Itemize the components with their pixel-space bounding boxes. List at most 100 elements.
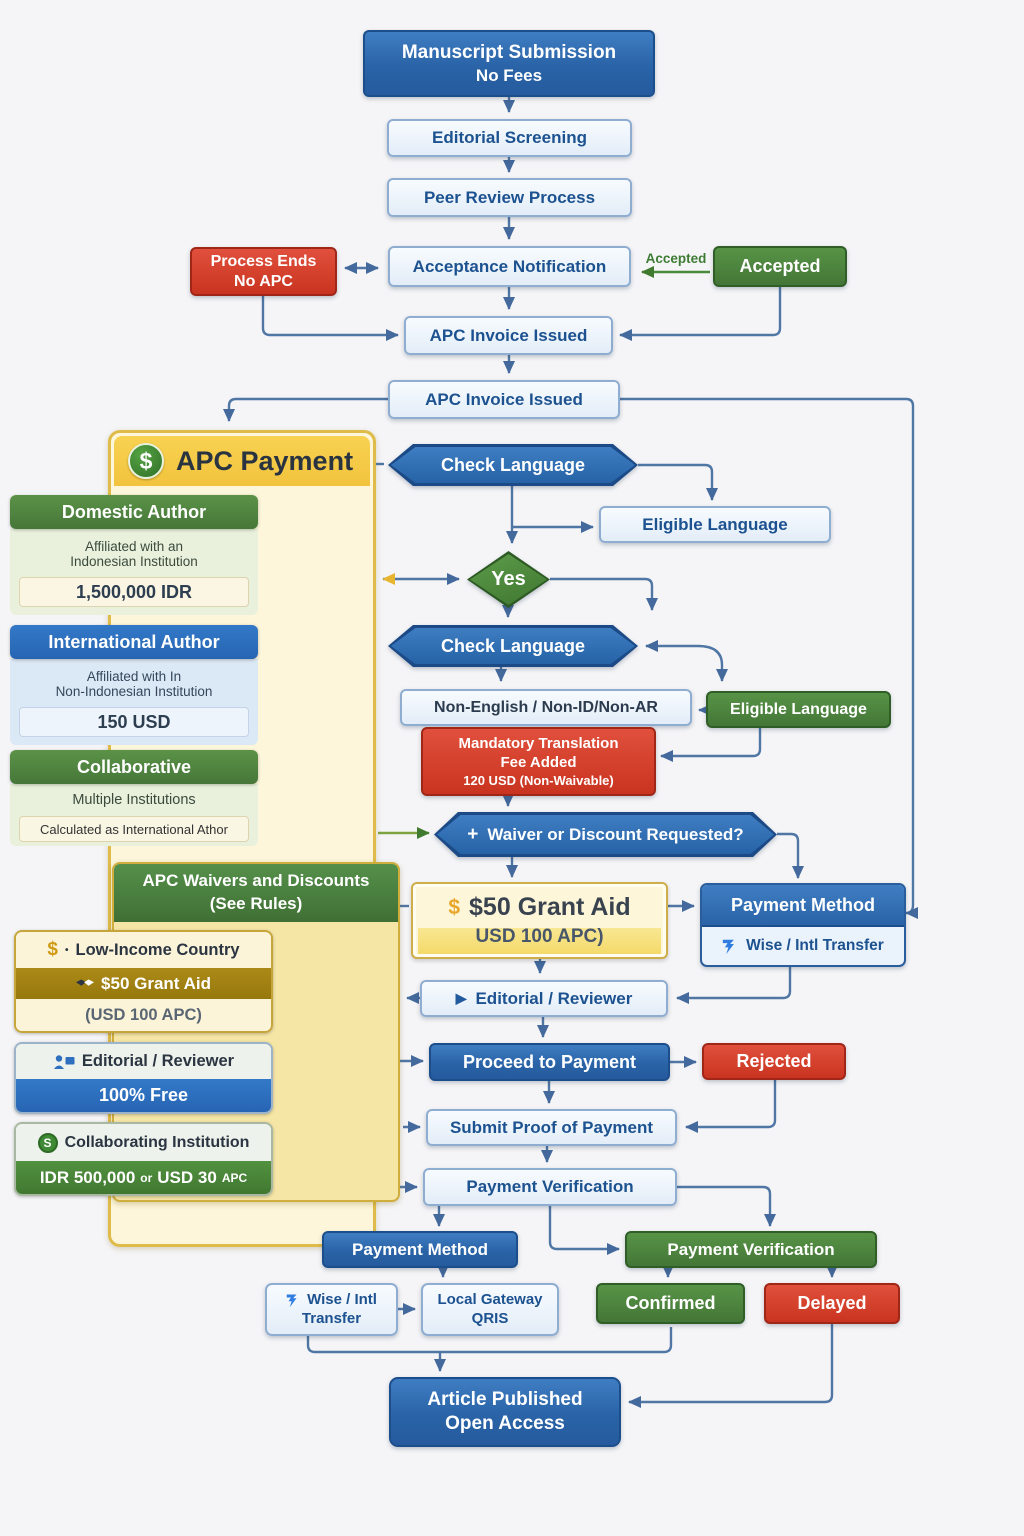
- node-label: Eligible Language: [730, 700, 867, 718]
- grant-aid-title: $50 Grant Aid: [469, 893, 631, 921]
- node-label: Submit Proof of Payment: [449, 1117, 654, 1137]
- play-icon: ▶: [455, 989, 467, 1006]
- waiver-card-editorial: Editorial / Reviewer 100% Free: [14, 1042, 273, 1114]
- node-label: Editorial / Reviewer: [475, 988, 633, 1008]
- node-label: Payment Verification: [667, 1239, 835, 1259]
- decision-label: Yes: [491, 568, 526, 590]
- node-label: Rejected: [736, 1051, 812, 1072]
- decision-waiver-requested: + Waiver or Discount Requested?: [434, 812, 777, 857]
- dollar-icon: $: [448, 895, 461, 919]
- editorial-benefit: 100% Free: [98, 1085, 189, 1105]
- payment-method-option: Wise / Intl Transfer: [702, 927, 904, 965]
- decision-check-language-2: Check Language: [388, 625, 638, 667]
- payment-option-label: Wise / Intl Transfer: [746, 937, 884, 955]
- domestic-desc: Affiliated with an: [84, 539, 184, 554]
- node-rejected: Rejected: [702, 1043, 846, 1080]
- node-label: Wise / Intl: [307, 1290, 377, 1308]
- domestic-amount: 1,500,000 IDR: [19, 577, 249, 607]
- node-sublabel: Open Access: [445, 1413, 565, 1434]
- low-income-row: $ • Low-Income Country: [16, 932, 271, 968]
- collaborating-row: S Collaborating Institution: [16, 1124, 271, 1161]
- node-payment-method-bottom: Payment Method: [322, 1231, 518, 1268]
- free-row: 100% Free: [16, 1079, 271, 1112]
- node-non-eligible-language: Non-English / Non-ID/Non-AR: [400, 689, 692, 726]
- node-peer-review: Peer Review Process: [387, 178, 632, 217]
- node-label: Accepted: [739, 256, 821, 277]
- node-proceed-to-payment: Proceed to Payment: [429, 1043, 670, 1081]
- domestic-author-header: Domestic Author: [10, 495, 258, 529]
- amount-usd: USD 30: [157, 1167, 217, 1187]
- node-article-published: Article Published Open Access: [389, 1377, 621, 1447]
- amount-idr: IDR 500,000: [39, 1167, 136, 1187]
- node-submit-proof: Submit Proof of Payment: [426, 1109, 677, 1146]
- node-label: APC Invoice Issued: [425, 389, 583, 409]
- grant-aid-note: (USD 100 APC): [85, 1005, 202, 1024]
- node-sublabel: Fee Added: [500, 754, 577, 772]
- node-confirmed: Confirmed: [596, 1283, 745, 1324]
- node-label: Delayed: [797, 1293, 867, 1314]
- plus-icon: +: [467, 823, 479, 845]
- waiver-card-collaborating: S Collaborating Institution IDR 500,000 …: [14, 1122, 273, 1196]
- node-acceptance-notification: Acceptance Notification: [388, 246, 631, 287]
- dollar-coin-icon: $: [128, 443, 164, 479]
- collaborative-body: Multiple Institutions Calculated as Inte…: [10, 784, 258, 846]
- node-delayed: Delayed: [764, 1283, 900, 1324]
- node-manuscript-submission: Manuscript Submission No Fees: [363, 30, 655, 97]
- node-label: Confirmed: [625, 1293, 716, 1314]
- node-label: Eligible Language: [642, 514, 788, 534]
- decision-check-language-1: Check Language: [388, 444, 638, 486]
- editorial-row: Editorial / Reviewer: [16, 1044, 271, 1079]
- node-accepted: Accepted: [713, 246, 847, 287]
- editorial-label: Editorial / Reviewer: [81, 1052, 235, 1070]
- amount-unit: APC: [221, 1170, 248, 1185]
- international-author-header: International Author: [10, 625, 258, 659]
- node-label: Proceed to Payment: [462, 1051, 637, 1072]
- collaborating-amount-row: IDR 500,000 or USD 30 APC: [16, 1161, 271, 1194]
- institution-coin-icon: S: [37, 1132, 58, 1153]
- node-sublabel: No APC: [234, 272, 293, 290]
- node-payment-method-right: Payment Method Wise / Intl Transfer: [700, 883, 906, 967]
- domestic-author-body: Affiliated with an Indonesian Institutio…: [10, 529, 258, 615]
- grant-aid-row: $50 Grant Aid: [16, 968, 271, 999]
- node-label: APC Invoice Issued: [429, 325, 588, 345]
- collaborative-desc: Multiple Institutions: [72, 792, 196, 808]
- node-label: Local Gateway: [437, 1290, 543, 1308]
- node-editorial-screening: Editorial Screening: [387, 119, 632, 157]
- international-amount: 150 USD: [19, 707, 249, 737]
- wise-flag-icon: [286, 1294, 297, 1307]
- apc-payment-panel-title: APC Payment: [176, 445, 354, 476]
- payment-method-title: Payment Method: [702, 885, 904, 927]
- node-label: Non-English / Non-ID/Non-AR: [434, 698, 658, 716]
- international-author-body: Affiliated with In Non-Indonesian Instit…: [10, 659, 258, 745]
- grant-aid-benefit: $50 Grant Aid: [101, 973, 211, 993]
- decision-label: Check Language: [440, 635, 586, 656]
- node-translation-fee: Mandatory Translation Fee Added 120 USD …: [421, 727, 656, 796]
- node-label: Manuscript Submission: [401, 42, 617, 63]
- waiver-card-low-income: $ • Low-Income Country $50 Grant Aid (US…: [14, 930, 273, 1033]
- grant-aid-highlight-band: [418, 928, 661, 954]
- node-local-gateway: Local Gateway QRIS: [421, 1283, 559, 1336]
- node-grant-aid: $ $50 Grant Aid USD 100 APC): [411, 882, 668, 959]
- domestic-desc2: Indonesian Institution: [70, 554, 198, 569]
- collaborative-header: Collaborative: [10, 750, 258, 784]
- grant-aid-note-row: (USD 100 APC): [16, 999, 271, 1031]
- node-label: Article Published: [427, 1389, 583, 1411]
- node-eligible-language-2: Eligible Language: [706, 691, 891, 728]
- wise-flag-icon: [723, 939, 735, 954]
- node-eligible-language-1: Eligible Language: [599, 506, 831, 543]
- collaborating-label: Collaborating Institution: [64, 1133, 250, 1151]
- node-label: Editorial Screening: [432, 128, 587, 148]
- dollar-icon: $: [47, 939, 58, 960]
- decision-label: Check Language: [440, 454, 586, 475]
- grant-aid-subtitle: USD 100 APC): [475, 926, 604, 948]
- node-apc-invoice-issued-2: APC Invoice Issued: [388, 380, 620, 419]
- waivers-title-line1: APC Waivers and Discounts: [142, 871, 370, 891]
- node-label: Peer Review Process: [423, 187, 596, 207]
- apc-waivers-panel-header: APC Waivers and Discounts (See Rules): [114, 864, 398, 922]
- node-editorial-reviewer: ▶ Editorial / Reviewer: [420, 980, 668, 1017]
- handshake-icon: [76, 979, 95, 986]
- waivers-title-line2: (See Rules): [209, 894, 303, 913]
- node-apc-invoice-issued-1: APC Invoice Issued: [404, 316, 613, 355]
- node-label: Process Ends: [210, 252, 317, 270]
